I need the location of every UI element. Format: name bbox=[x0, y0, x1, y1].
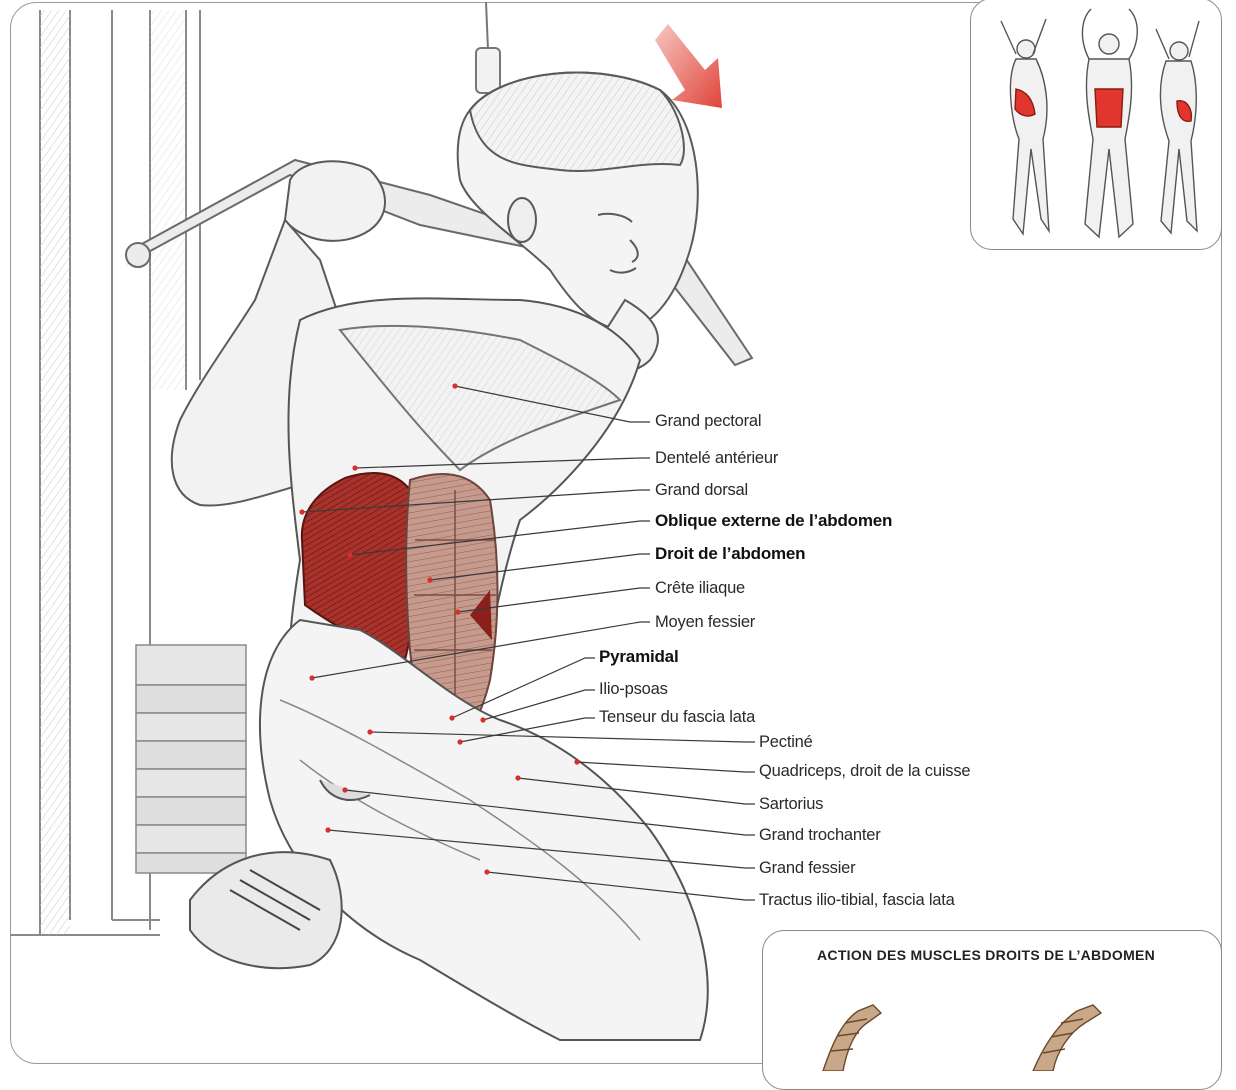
label-grand-pectoral: Grand pectoral bbox=[655, 412, 761, 431]
weight-stack bbox=[136, 645, 246, 873]
label-sartorius: Sartorius bbox=[759, 795, 823, 814]
label-oblique-externe: Oblique externe de l’abdomen bbox=[655, 511, 892, 531]
label-crete-iliaque: Crête iliaque bbox=[655, 579, 745, 598]
label-grand-fessier: Grand fessier bbox=[759, 859, 855, 878]
label-tractus-ilio-tibial: Tractus ilio-tibial, fascia lata bbox=[759, 891, 955, 910]
muscle-map-figures bbox=[971, 0, 1222, 250]
label-pectine: Pectiné bbox=[759, 733, 813, 752]
head bbox=[458, 73, 698, 330]
label-grand-trochanter: Grand trochanter bbox=[759, 826, 881, 845]
label-ilio-psoas: Ilio-psoas bbox=[599, 680, 668, 699]
label-grand-dorsal: Grand dorsal bbox=[655, 481, 748, 500]
label-dentele-anterieur: Dentelé antérieur bbox=[655, 449, 778, 468]
action-box: ACTION DES MUSCLES DROITS DE L’ABDOMEN bbox=[762, 930, 1222, 1090]
spine-illustrations bbox=[763, 931, 1222, 1071]
label-quadriceps: Quadriceps, droit de la cuisse bbox=[759, 762, 970, 781]
label-moyen-fessier: Moyen fessier bbox=[655, 613, 755, 632]
muscle-map-inset bbox=[970, 0, 1222, 250]
label-pyramidal: Pyramidal bbox=[599, 647, 678, 667]
label-tenseur-fascia-lata: Tenseur du fascia lata bbox=[599, 708, 755, 727]
label-droit-abdomen: Droit de l’abdomen bbox=[655, 544, 805, 564]
